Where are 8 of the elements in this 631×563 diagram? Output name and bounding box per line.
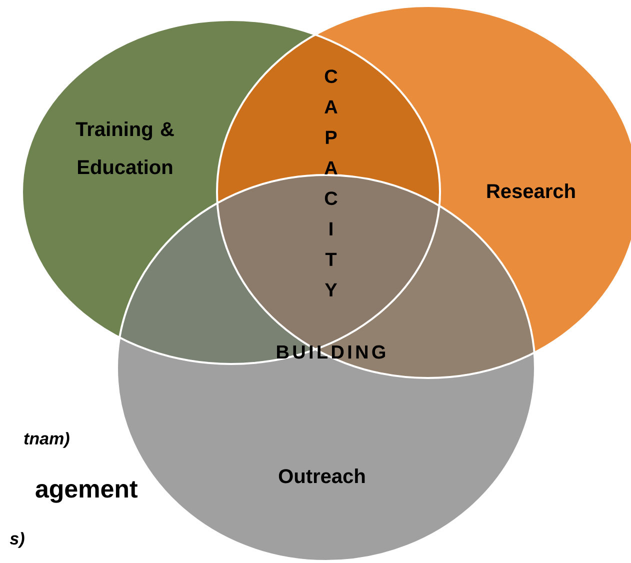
- cut-off-text: s): [10, 532, 24, 548]
- cut-off-text: tnam): [24, 432, 70, 448]
- circle-label: Outreach: [278, 468, 365, 484]
- circle-label: Training & Education: [76, 122, 174, 174]
- venn-circle: [21, 19, 441, 365]
- vertical-label: CAPACITY: [324, 70, 338, 296]
- circle-label: Research: [487, 184, 575, 198]
- cut-off-text: agement: [36, 481, 138, 503]
